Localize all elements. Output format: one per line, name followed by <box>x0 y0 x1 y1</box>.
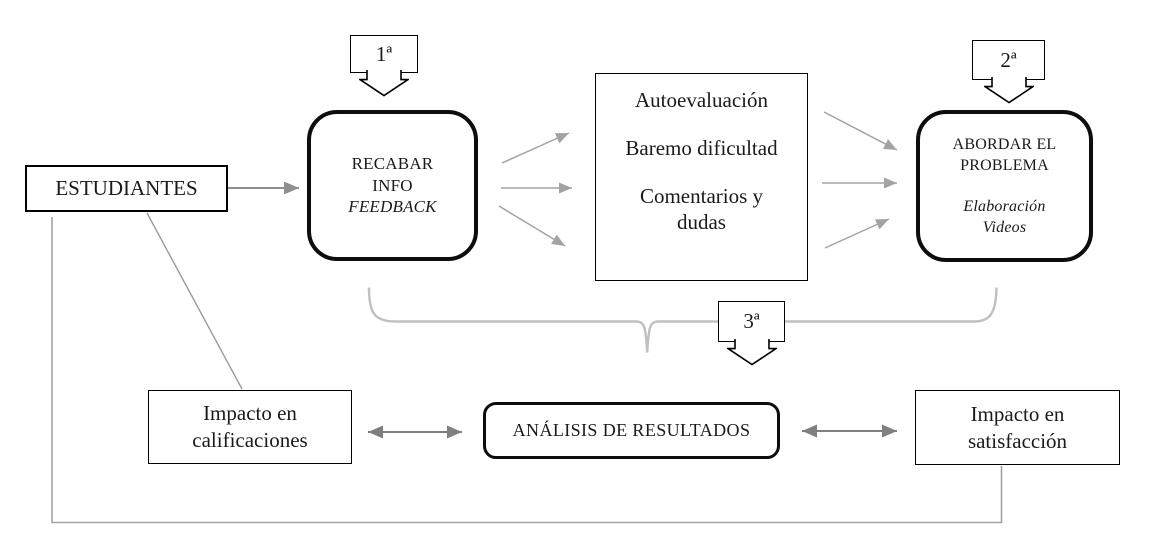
abordar-subtitle: Elaboración Videos <box>963 198 1046 236</box>
phase2-callout: 2ª <box>972 40 1045 104</box>
estudiantes-label: ESTUDIANTES <box>55 176 198 200</box>
phase2-label: 2ª <box>1000 47 1017 72</box>
recabar-title: RECABAR INFO <box>351 154 434 195</box>
feedback-item-autoevaluacion: Autoevaluación <box>635 88 768 112</box>
estudiantes-to-satisfaccion-connector <box>51 217 1003 524</box>
impacto-satisfaccion-node: Impacto en satisfacción <box>915 390 1120 465</box>
impacto-calificaciones-node: Impacto en calificaciones <box>148 390 352 464</box>
estudiantes-node: ESTUDIANTES <box>25 165 228 212</box>
recabar-subtitle: FEEDBACK <box>348 197 437 217</box>
abordar-title: ABORDAR EL PROBLEMA <box>952 136 1057 174</box>
feedback-items-node: Autoevaluación Baremo dificultad Comenta… <box>595 73 808 281</box>
phase3-down-arrow-icon <box>726 339 777 366</box>
phase3-label: 3ª <box>743 309 760 333</box>
recabar-fan-arrow-bottom <box>498 205 566 247</box>
phase1-down-arrow-icon <box>359 70 409 97</box>
phase3-callout: 3ª <box>718 301 785 366</box>
phase-brace <box>367 287 998 353</box>
abordar-fan-arrow-bottom <box>824 218 890 249</box>
phase1-label: 1ª <box>375 41 393 66</box>
impacto-satisfaccion-label: Impacto en satisfacción <box>967 401 1068 453</box>
recabar-fan-arrow-top <box>501 132 570 164</box>
feedback-item-baremo: Baremo dificultad <box>625 136 778 160</box>
abordar-fan-arrow-top <box>823 111 898 151</box>
phase1-callout: 1ª <box>350 35 418 97</box>
feedback-item-comentarios: Comentarios y dudas <box>639 184 764 234</box>
analisis-label: ANÁLISIS DE RESULTADOS <box>512 420 751 440</box>
abordar-problema-node: ABORDAR EL PROBLEMA Elaboración Videos <box>916 110 1093 262</box>
phase2-down-arrow-icon <box>983 77 1034 104</box>
estudiantes-to-calificaciones-line <box>146 212 243 390</box>
impacto-calificaciones-label: Impacto en calificaciones <box>192 401 308 452</box>
analisis-resultados-node: ANÁLISIS DE RESULTADOS <box>483 402 780 459</box>
recabar-info-feedback-node: RECABAR INFO FEEDBACK <box>307 110 478 261</box>
